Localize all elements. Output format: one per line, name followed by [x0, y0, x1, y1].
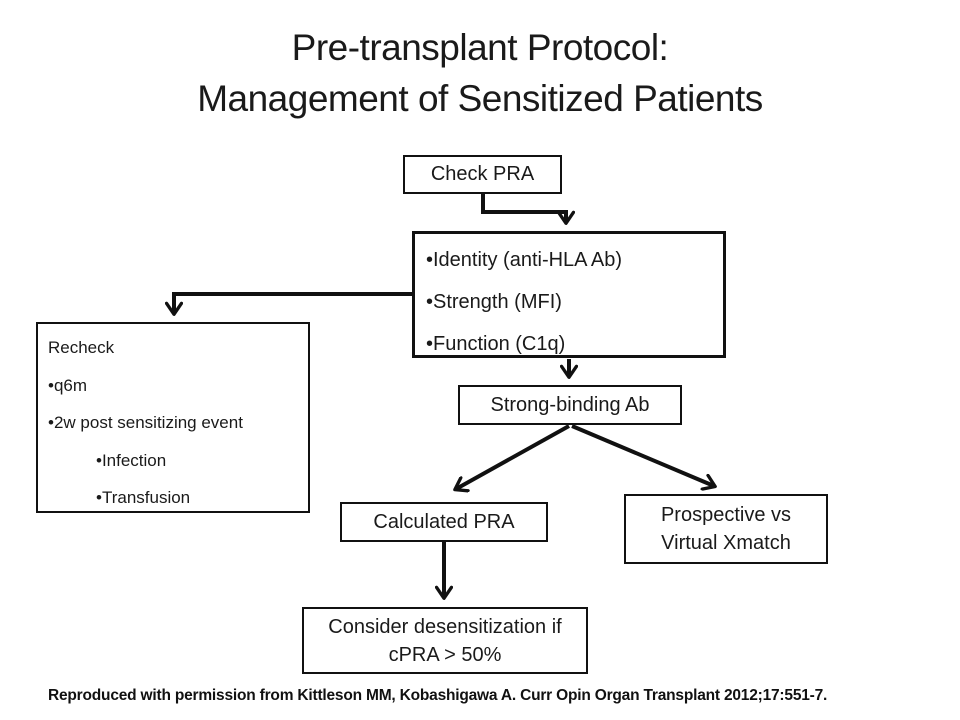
recheck-bullet-q6m: •q6m: [48, 375, 88, 395]
node-calculated-pra: Calculated PRA: [340, 502, 548, 542]
arrow-assessment-to-recheck: [174, 292, 412, 313]
consider-line2: cPRA > 50%: [388, 643, 502, 666]
prospective-line2: Virtual Xmatch: [661, 532, 791, 554]
node-strong-binding-ab: Strong-binding Ab: [458, 385, 682, 425]
node-recheck: Recheck •q6m •2w post sensitizing event …: [36, 322, 310, 513]
node-check-pra-label: Check PRA: [430, 163, 535, 185]
node-check-pra: Check PRA: [403, 155, 562, 194]
arrow-checkpra-to-assessment: [481, 194, 566, 222]
prospective-line1: Prospective vs: [660, 504, 792, 526]
recheck-title: Recheck: [48, 338, 115, 357]
footer-citation: Reproduced with permission from Kittleso…: [48, 687, 828, 704]
recheck-bullet-sensitizing-event: •2w post sensitizing event: [48, 413, 243, 432]
pra-assessment-bullet-strength: •Strength (MFI): [426, 291, 562, 313]
node-prospective-vs-virtual-xmatch: Prospective vs Virtual Xmatch: [624, 494, 828, 564]
node-pra-assessment: •Identity (anti-HLA Ab) •Strength (MFI) …: [412, 231, 726, 358]
strong-binding-ab-label: Strong-binding Ab: [490, 393, 650, 416]
slide-title: Pre-transplant Protocol: Management of S…: [0, 22, 960, 124]
slide-title-line2: Management of Sensitized Patients: [197, 78, 763, 119]
slide-title-line1: Pre-transplant Protocol:: [291, 27, 669, 68]
recheck-subbullet-transfusion: •Transfusion: [96, 488, 191, 507]
recheck-subbullet-infection: •Infection: [96, 450, 167, 470]
pra-assessment-bullet-function: •Function (C1q): [426, 333, 566, 355]
calculated-pra-label: Calculated PRA: [373, 510, 515, 533]
consider-line1: Consider desensitization if: [328, 615, 562, 638]
node-consider-desensitization: Consider desensitization if cPRA > 50%: [302, 607, 588, 674]
arrow-strongbinding-to-calculatedpra: [456, 424, 570, 489]
pra-assessment-bullet-identity: •Identity (anti-HLA Ab): [426, 249, 622, 271]
arrow-strongbinding-to-prospective: [571, 424, 714, 486]
